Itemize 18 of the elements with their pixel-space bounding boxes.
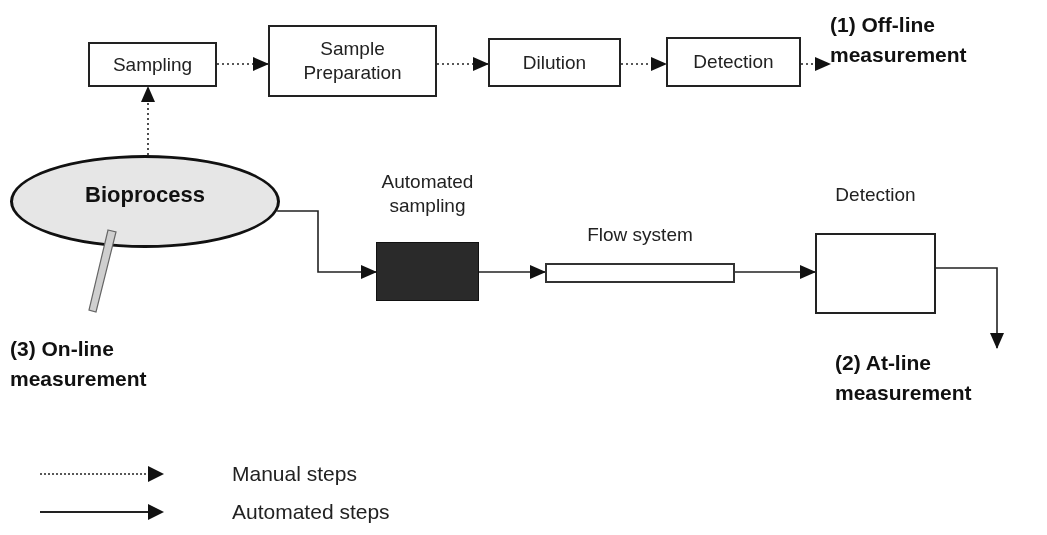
process-box: Dilution [488,38,621,87]
arrow [276,210,377,279]
process-box: Sampling [88,42,217,87]
legend-label: Manual steps [232,461,357,487]
component-label: Flow system [587,223,693,247]
arrow [478,265,546,279]
component-label: Detection [835,183,916,207]
arrow [935,267,1004,349]
legend-label: Automated steps [232,499,390,525]
arrow [734,265,816,279]
process-box: Detection [666,37,801,87]
measurement-label: (1) Off-line measurement [830,10,1045,70]
process-box: Sample Preparation [268,25,437,97]
component-label: Automated sampling [380,170,475,218]
bioprocess-ellipse: Bioprocess [10,155,280,248]
measurement-label: (2) At-line measurement [835,348,1040,408]
measurement-label: (3) On-line measurement [10,336,148,392]
arrow [141,86,155,156]
